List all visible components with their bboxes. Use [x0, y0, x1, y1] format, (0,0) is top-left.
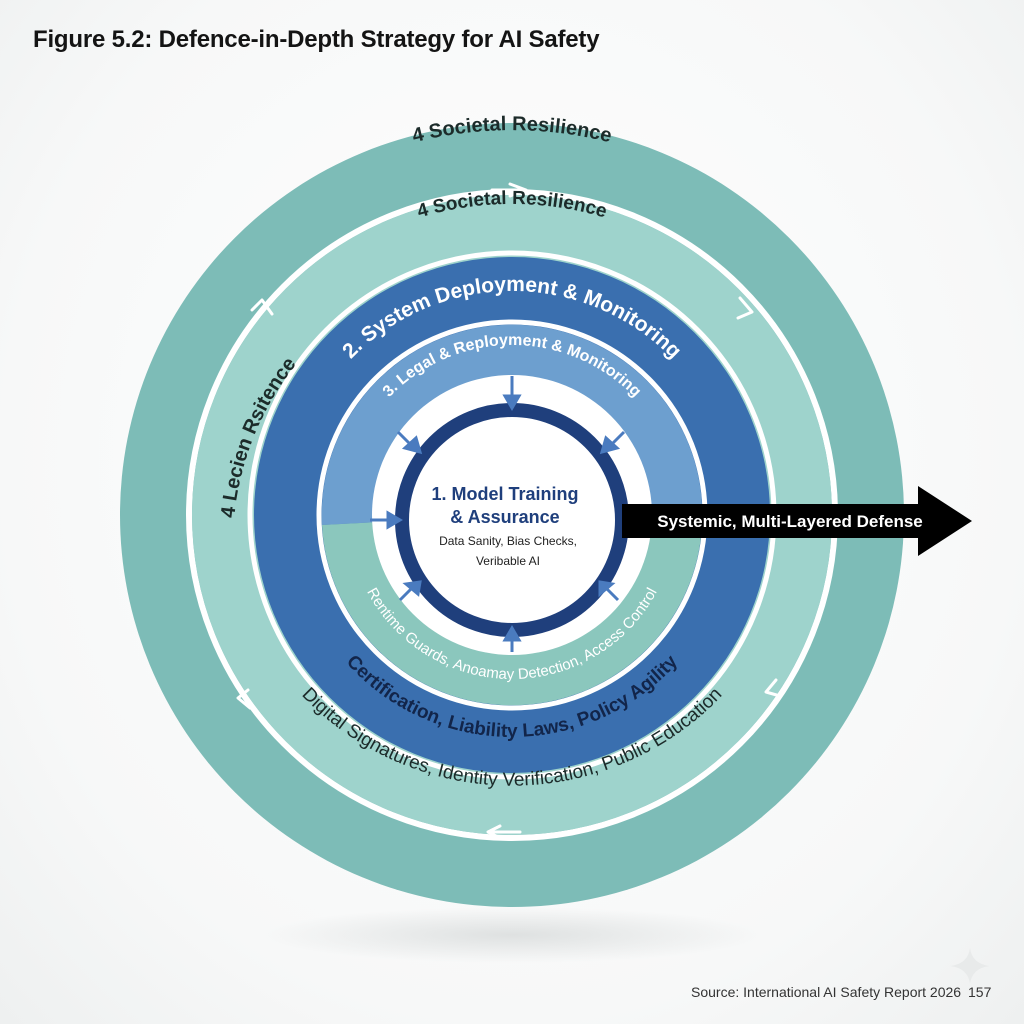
- callout-arrow: [622, 486, 972, 556]
- figure-title: Figure 5.2: Defence-in-Depth Strategy fo…: [33, 26, 600, 53]
- core-detail-line1: Data Sanity, Bias Checks,: [439, 534, 577, 548]
- source-note: Source: International AI Safety Report 2…: [691, 984, 962, 1000]
- core-title-line1: 1. Model Training: [431, 484, 578, 504]
- core-title-line2: & Assurance: [450, 507, 559, 527]
- callout-label: Systemic, Multi-Layered Defense: [657, 512, 922, 531]
- page-number: 157: [968, 984, 992, 1000]
- inward-arrows: [370, 376, 626, 652]
- sparkle-icon: [950, 948, 990, 984]
- floor-shadow: [262, 907, 762, 963]
- core-detail-line2: Veribable AI: [476, 554, 540, 568]
- circulation-arrows: [236, 182, 782, 840]
